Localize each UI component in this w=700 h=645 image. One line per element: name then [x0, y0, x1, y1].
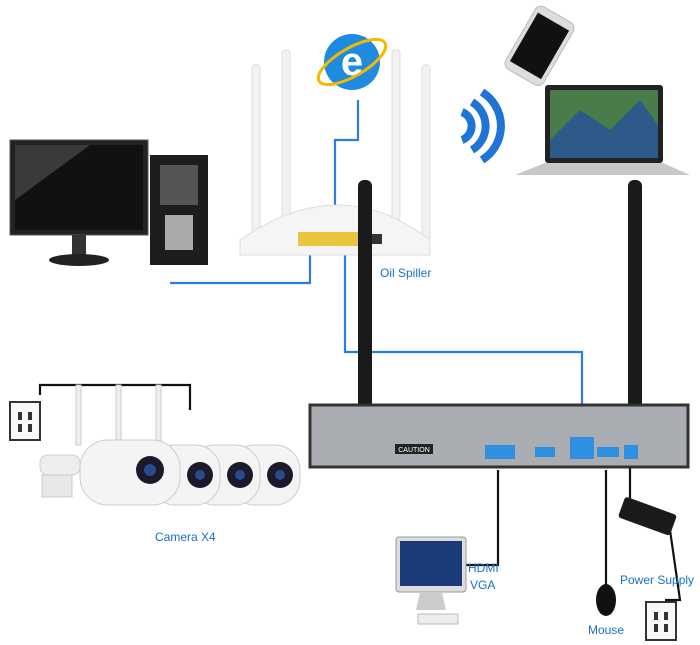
- monitor-icon: [395, 536, 467, 625]
- desktop-pc-icon: [9, 139, 208, 266]
- laptop-icon: [515, 85, 690, 175]
- router-label: Oil Spiller: [380, 266, 431, 280]
- power-supply-label: Power Supply: [620, 573, 694, 587]
- power-outlet-icon: [645, 601, 677, 641]
- mouse-icon: [596, 584, 616, 616]
- pc-cable: [170, 245, 312, 285]
- wifi-icon: [460, 88, 505, 164]
- camera-icon: [39, 384, 301, 506]
- router-icon: [239, 49, 431, 256]
- mouse-label: Mouse: [588, 623, 624, 637]
- hdmi-label: HDMI: [468, 561, 499, 575]
- caution-label: CAUTION: [398, 447, 430, 454]
- power-adapter-icon: [618, 497, 677, 536]
- svg-text:e: e: [341, 40, 363, 84]
- cameras-label: Camera X4: [155, 530, 216, 544]
- nvr-lan-cable: [343, 245, 584, 420]
- smartphone-icon: [504, 5, 575, 86]
- nvr-icon: CAUTION: [308, 180, 690, 469]
- internet-explorer-icon: e: [316, 34, 388, 90]
- internet-cable: [333, 100, 360, 230]
- camera-power-cable: [38, 383, 192, 410]
- vga-label: VGA: [470, 578, 495, 592]
- power-outlet-icon: [9, 401, 41, 441]
